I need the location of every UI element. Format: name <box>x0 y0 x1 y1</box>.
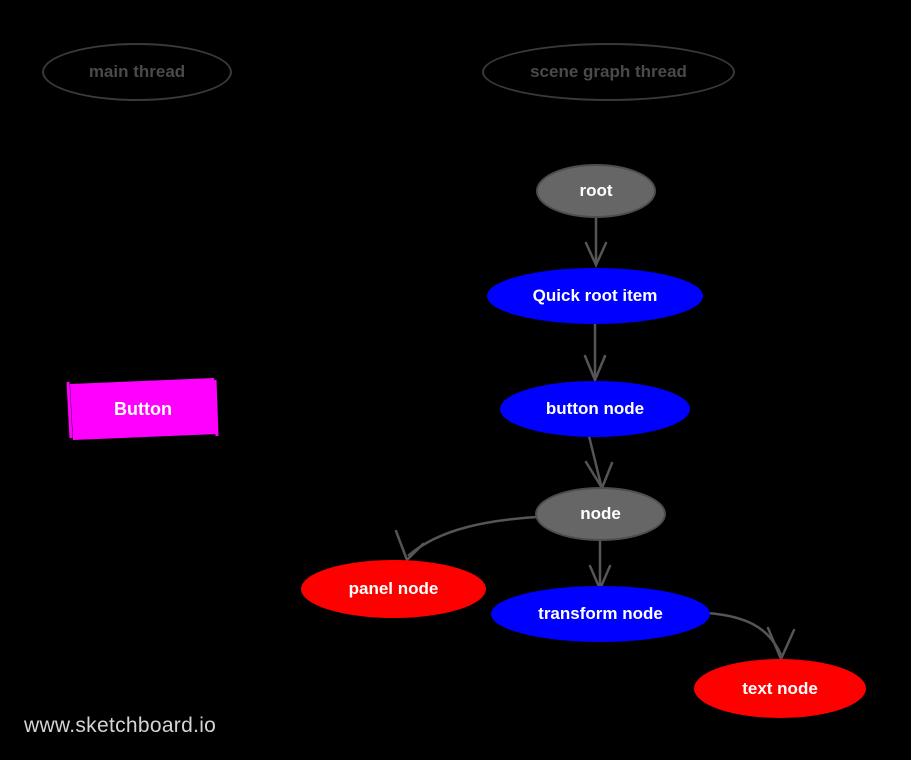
thread-label-scene-graph-thread: scene graph thread <box>530 62 687 81</box>
node-button-node[interactable]: button node <box>500 381 690 437</box>
node-label-root: root <box>579 181 613 200</box>
node-transform-node[interactable]: transform node <box>491 586 710 642</box>
edge-quick-root-item-to-button-node <box>583 322 607 384</box>
edge-transform-node-to-text-node <box>707 611 796 663</box>
node-root[interactable]: root <box>536 164 656 218</box>
node-label-quick-root-item: Quick root item <box>532 286 658 305</box>
node-button[interactable]: Button <box>66 376 219 442</box>
node-quick-root-item[interactable]: Quick root item <box>487 268 703 324</box>
edge-button-node-to-node <box>584 435 614 491</box>
edge-node-to-transform-node <box>588 541 612 593</box>
node-label-node: node <box>580 504 621 523</box>
node-label-text-node: text node <box>742 678 818 698</box>
node-node[interactable]: node <box>535 487 666 541</box>
node-label-transform-node: transform node <box>538 604 663 623</box>
edge-root-to-quick-root-item <box>584 218 608 269</box>
node-label-button-node: button node <box>545 399 645 418</box>
button-sketch-shape <box>66 378 219 440</box>
thread-ellipse-main-thread[interactable]: main thread <box>42 43 232 101</box>
edge-node-to-panel-node <box>394 515 538 563</box>
watermark: www.sketchboard.io <box>24 714 217 737</box>
node-label-button: Button <box>114 398 172 419</box>
thread-label-main-thread: main thread <box>88 62 186 81</box>
node-panel-node[interactable]: panel node <box>301 560 486 618</box>
node-text-node[interactable]: text node <box>694 659 866 718</box>
thread-ellipse-scene-graph-thread[interactable]: scene graph thread <box>482 43 735 101</box>
node-label-panel-node: panel node <box>348 579 439 598</box>
